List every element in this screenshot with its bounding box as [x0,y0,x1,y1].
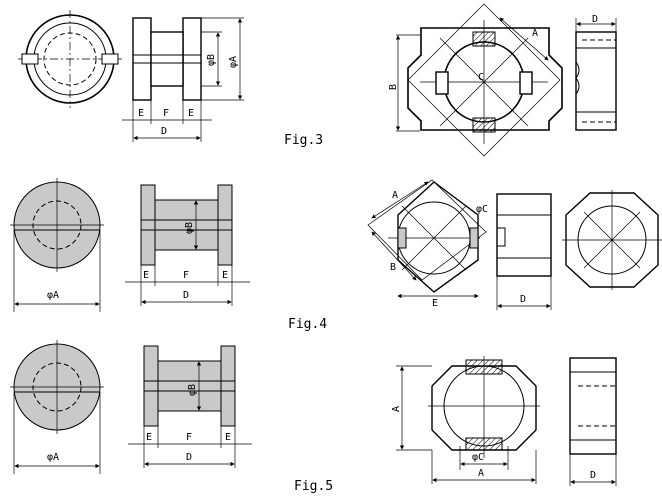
fig3-top-view [18,10,122,108]
fig4-core-top-view [367,179,487,299]
fig3-rm-side-view [575,18,617,131]
fig4-core-A-label: A [392,190,398,201]
fig5-core-D-label: D [590,470,596,481]
fig4-core-front-view [562,190,662,290]
fig5-E-right-label: E [225,432,231,443]
fig5-core-A-side-label: A [391,406,402,412]
fig5-side-view [128,345,252,468]
fig4-caption: Fig.4 [288,317,327,332]
fig4-core-B-label: B [390,262,396,273]
fig3-group: φB φA E F E D Fig.3 [18,10,323,148]
fig3-rm-D-label: D [592,14,598,25]
fig3-rm-core-top-view [395,3,563,157]
fig5-D-label: D [186,452,192,463]
fig3-D-label: D [161,126,167,137]
fig4-phiB-label: φB [184,222,195,234]
fig5-E-left-label: E [146,432,152,443]
fig4-E-right-label: E [222,270,228,281]
fig5-core-A-bottom-label: A [478,468,484,479]
fig3-side-view [122,17,244,142]
fig5-top-view [10,340,104,474]
fig5-core-side-view [569,357,617,486]
fig4-group: φA φB E F E D Fig.4 [10,178,327,332]
fig5-core-phiC-label: φC [472,452,484,463]
fig3-F-label: F [163,108,169,119]
fig5-phiB-label: φB [187,384,198,396]
fig4-core-E-label: E [432,298,438,309]
fig5-group: φA φB E F E D Fig.5 [10,340,333,494]
fig4-phiA-label: φA [47,290,59,301]
fig3-caption: Fig.3 [284,133,323,148]
fig5-caption: Fig.5 [294,479,333,494]
fig4-core-C-label: φC [476,204,488,215]
fig5-phiA-label: φA [47,452,59,463]
fig5-F-label: F [186,432,192,443]
fig4-core-side-view [496,193,552,310]
fig4-D-label: D [183,290,189,301]
fig4-E-left-label: E [143,270,149,281]
fig3-rm-A-label: A [532,28,538,39]
fig4-side-view [125,184,250,306]
fig3-E-right-label: E [188,108,194,119]
fig3-E-left-label: E [138,108,144,119]
fig3-rm-C-label: C [478,72,484,83]
fig4-top-view [10,178,104,312]
fig3-phiA-label: φA [228,56,239,68]
fig4-core-D-label: D [520,294,526,305]
fig5-core-top-view [396,356,540,484]
fig3-rm-B-label: B [388,84,399,90]
fig3-phiB-label: φB [206,54,217,66]
fig4-F-label: F [183,270,189,281]
